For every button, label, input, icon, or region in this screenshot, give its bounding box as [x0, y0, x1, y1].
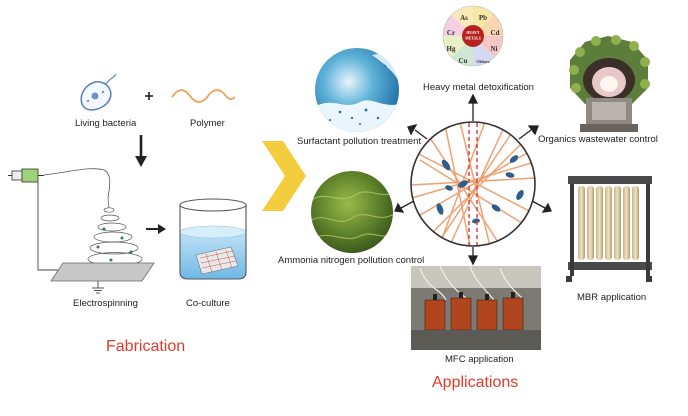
co-culture-beaker	[179, 198, 247, 280]
applications-title: Applications	[432, 374, 519, 391]
wheel-label-hg: Hg	[447, 45, 456, 53]
heavy-metals-center-line2: METALS	[465, 37, 481, 41]
heavy-metal-label: Heavy metal detoxification	[423, 82, 534, 93]
plus-sign	[145, 92, 153, 100]
ground-icon	[92, 281, 104, 294]
co-culture-label: Co-culture	[186, 298, 230, 309]
collector-plate	[50, 262, 155, 282]
fiber-jet	[87, 197, 143, 266]
ammonia-photo	[311, 171, 393, 253]
surfactant-photo	[315, 48, 399, 132]
fabrication-title: Fabrication	[106, 338, 186, 355]
wheel-label-cr: Cr	[447, 29, 455, 37]
application-arrows	[394, 93, 552, 266]
electrospinning-label: Electrospinning	[73, 298, 138, 309]
polymer-icon	[171, 89, 236, 103]
wheel-label-as: As	[460, 14, 468, 22]
polymer-label: Polymer	[190, 118, 225, 129]
mfc-label: MFC application	[445, 354, 514, 365]
mbr-module-photo	[566, 176, 652, 282]
surfactant-label: Surfactant pollution treatment	[297, 136, 422, 147]
wheel-label-ni: Ni	[491, 45, 498, 53]
electrospinning-setup	[8, 168, 155, 294]
down-arrow	[135, 135, 147, 167]
ammonia-label: Ammonia nitrogen pollution control	[278, 255, 425, 266]
chevron-arrow-icon	[262, 141, 306, 211]
heavy-metal-wheel: HEAVY METALS Pb As Cd Ni Others Cu Hg Cr	[442, 5, 504, 67]
syringe-icon	[8, 168, 44, 183]
mfc-setup-photo	[411, 265, 541, 350]
wheel-label-others: Others	[476, 59, 489, 64]
bacteria-cells	[436, 155, 524, 224]
wheel-label-pb: Pb	[479, 14, 487, 22]
mbr-label: MBR application	[577, 292, 647, 303]
right-arrow	[146, 224, 166, 234]
organics-reactor-photo	[569, 35, 650, 132]
heavy-metals-center-line1: HEAVY	[466, 31, 479, 35]
wheel-label-cd: Cd	[491, 29, 500, 37]
central-fiber-circle	[410, 121, 536, 247]
bacteria-icon	[80, 73, 117, 111]
living-bacteria-label: Living bacteria	[75, 118, 137, 129]
wheel-label-cu: Cu	[459, 57, 468, 65]
organics-label: Organics wastewater control	[538, 134, 658, 145]
fiber-mat	[195, 246, 239, 275]
